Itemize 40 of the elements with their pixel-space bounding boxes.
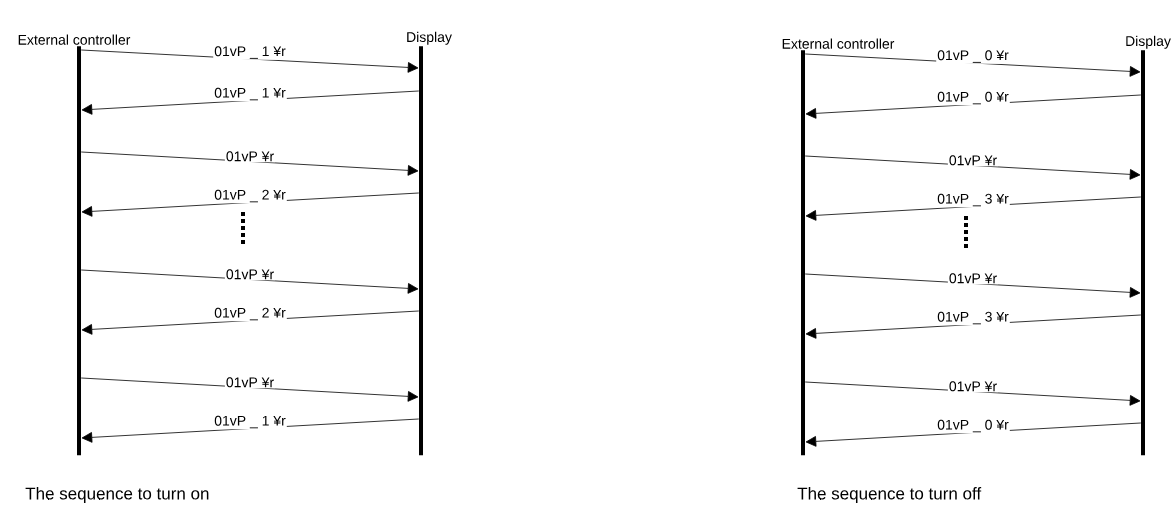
edge-label: 01vP _ 0 ¥r: [937, 91, 1009, 105]
arrow: [805, 422, 1142, 447]
node-label: Display: [407, 31, 452, 45]
caption: The sequence to turn off: [797, 487, 982, 503]
edge-label: 01vP ¥r: [949, 273, 997, 284]
node-label: Display: [1126, 35, 1171, 49]
arrow: [81, 90, 420, 115]
arrow: [804, 381, 1141, 406]
caption: The sequence to turn on: [25, 487, 209, 503]
arrow: [80, 269, 419, 294]
edge-label: 01vP ¥r: [949, 155, 997, 166]
lifeline: External controller: [782, 38, 895, 456]
edge-label: 01vP _ 2 ¥r: [214, 307, 286, 321]
edge-label: 01vP ¥r: [226, 151, 274, 162]
edge-label: 01vP _ 0 ¥r: [937, 419, 1009, 433]
lifeline: External controller: [18, 34, 131, 456]
node-label: External controller: [18, 34, 131, 45]
edge-label: 01vP ¥r: [949, 381, 997, 392]
node-label: External controller: [782, 38, 895, 49]
edge-label: 01vP _ 1 ¥r: [214, 415, 286, 429]
arrow: [80, 377, 419, 402]
arrow: [805, 196, 1142, 221]
edge-label: 01vP ¥r: [226, 269, 274, 280]
lifeline: Display: [407, 31, 452, 456]
edge-label: 01vP _ 2 ¥r: [214, 189, 286, 203]
arrow: [81, 192, 420, 217]
edge-label: 01vP _ 3 ¥r: [937, 193, 1009, 207]
edge-label: 01vP _ 0 ¥r: [937, 50, 1009, 63]
edge-label: 01vP _ 1 ¥r: [214, 46, 286, 59]
edge-label: 01vP ¥r: [226, 377, 274, 388]
arrow: [804, 155, 1141, 180]
arrow: [805, 94, 1142, 119]
arrow: [805, 314, 1142, 339]
edge-label: 01vP _ 1 ¥r: [214, 87, 286, 101]
arrow: [804, 273, 1141, 298]
arrow: [81, 310, 420, 335]
lifeline: Display: [1126, 35, 1171, 456]
arrow: [80, 151, 419, 176]
edge-label: 01vP _ 3 ¥r: [937, 311, 1009, 325]
arrow: [81, 418, 420, 443]
